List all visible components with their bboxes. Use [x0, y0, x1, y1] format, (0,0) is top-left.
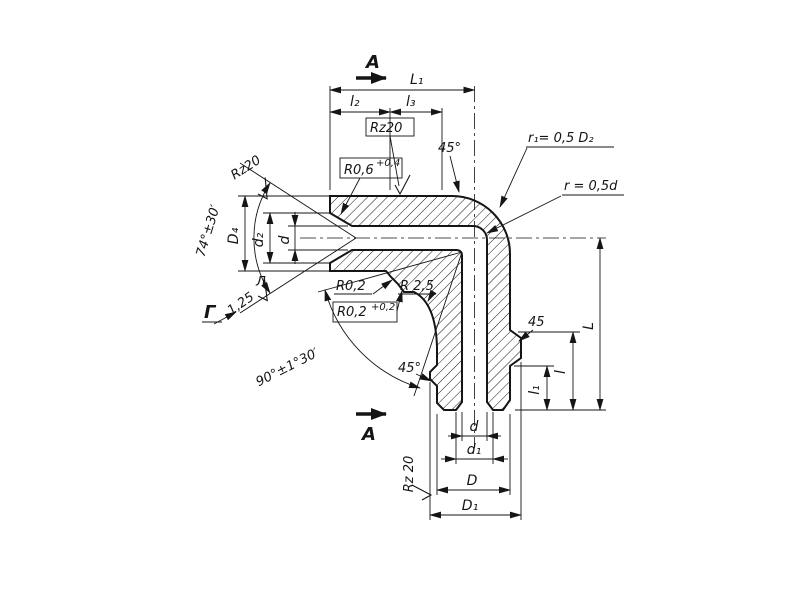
dim-label-d1: d₁: [467, 442, 482, 458]
section-label-top: A: [364, 52, 380, 73]
view-label-g-cyr: Г: [204, 302, 217, 323]
leader-lines: [202, 117, 624, 501]
section-plane-marks: [356, 72, 387, 420]
dimension-lines: [241, 86, 604, 519]
dim-label-D4: D₄: [226, 227, 242, 244]
chamfer-label-45-right: 45: [528, 315, 545, 330]
dim-label-d-left: d: [277, 235, 293, 244]
angle-label-90: 90°±1°30′: [254, 346, 322, 390]
formula-label-r: r = 0,5d: [564, 179, 618, 194]
roughness-label-left: Rz20: [228, 153, 263, 183]
roughness-label-top: Rz20: [370, 121, 402, 136]
angle-label-74: 74°±30′: [194, 203, 224, 259]
dim-label-D: D: [467, 473, 478, 489]
dim-label-d-bottom: d: [470, 419, 479, 435]
chamfer-label-45-top: 45°: [438, 141, 461, 156]
roughness-label-125: 1,25: [225, 290, 257, 319]
dim-label-l3: l₃: [406, 94, 416, 110]
radius-tol-r02b: +0,2: [371, 302, 395, 313]
labels: A A L₁ l₂ l₃ Rz20 R0,6 +0,4 45° r₁= 0,5 …: [194, 52, 619, 514]
angle-dimensions: [239, 162, 463, 397]
roughness-label-bottom: Rz 20: [402, 456, 417, 493]
chamfer-label-45-bottom: 45°: [398, 361, 421, 376]
section-label-bottom: A: [360, 424, 376, 445]
radius-label-r02: R0,2: [336, 279, 366, 294]
radius-tol-r06: +0,4: [376, 158, 400, 169]
radius-label-r06: R0,6: [344, 163, 374, 178]
dim-label-L: L: [581, 322, 597, 330]
r02-tol-frame: [332, 301, 398, 323]
dim-label-l2: l₂: [350, 94, 360, 110]
extension-lines: [238, 86, 606, 520]
roughness-check-left: [252, 176, 277, 203]
part-section: [329, 195, 522, 411]
dim-label-l1: l₁: [527, 385, 543, 395]
radius-label-r02b: R0,2: [337, 305, 367, 320]
part-section-inner: [329, 249, 463, 411]
arc-90deg: [324, 289, 421, 389]
dim-label-D1: D₁: [462, 498, 478, 514]
dim-label-d2: d₂: [251, 232, 267, 247]
arc-74deg: [253, 182, 271, 294]
dim-label-L1: L₁: [410, 72, 423, 88]
dim-label-l: l: [553, 370, 569, 374]
formula-label-r1: r₁= 0,5 D₂: [528, 131, 594, 146]
centerlines: [300, 86, 606, 448]
radius-label-r25: R 2,5: [400, 279, 434, 294]
r06-frame: [339, 157, 403, 179]
view-label-l-cyr: Л: [255, 275, 266, 290]
